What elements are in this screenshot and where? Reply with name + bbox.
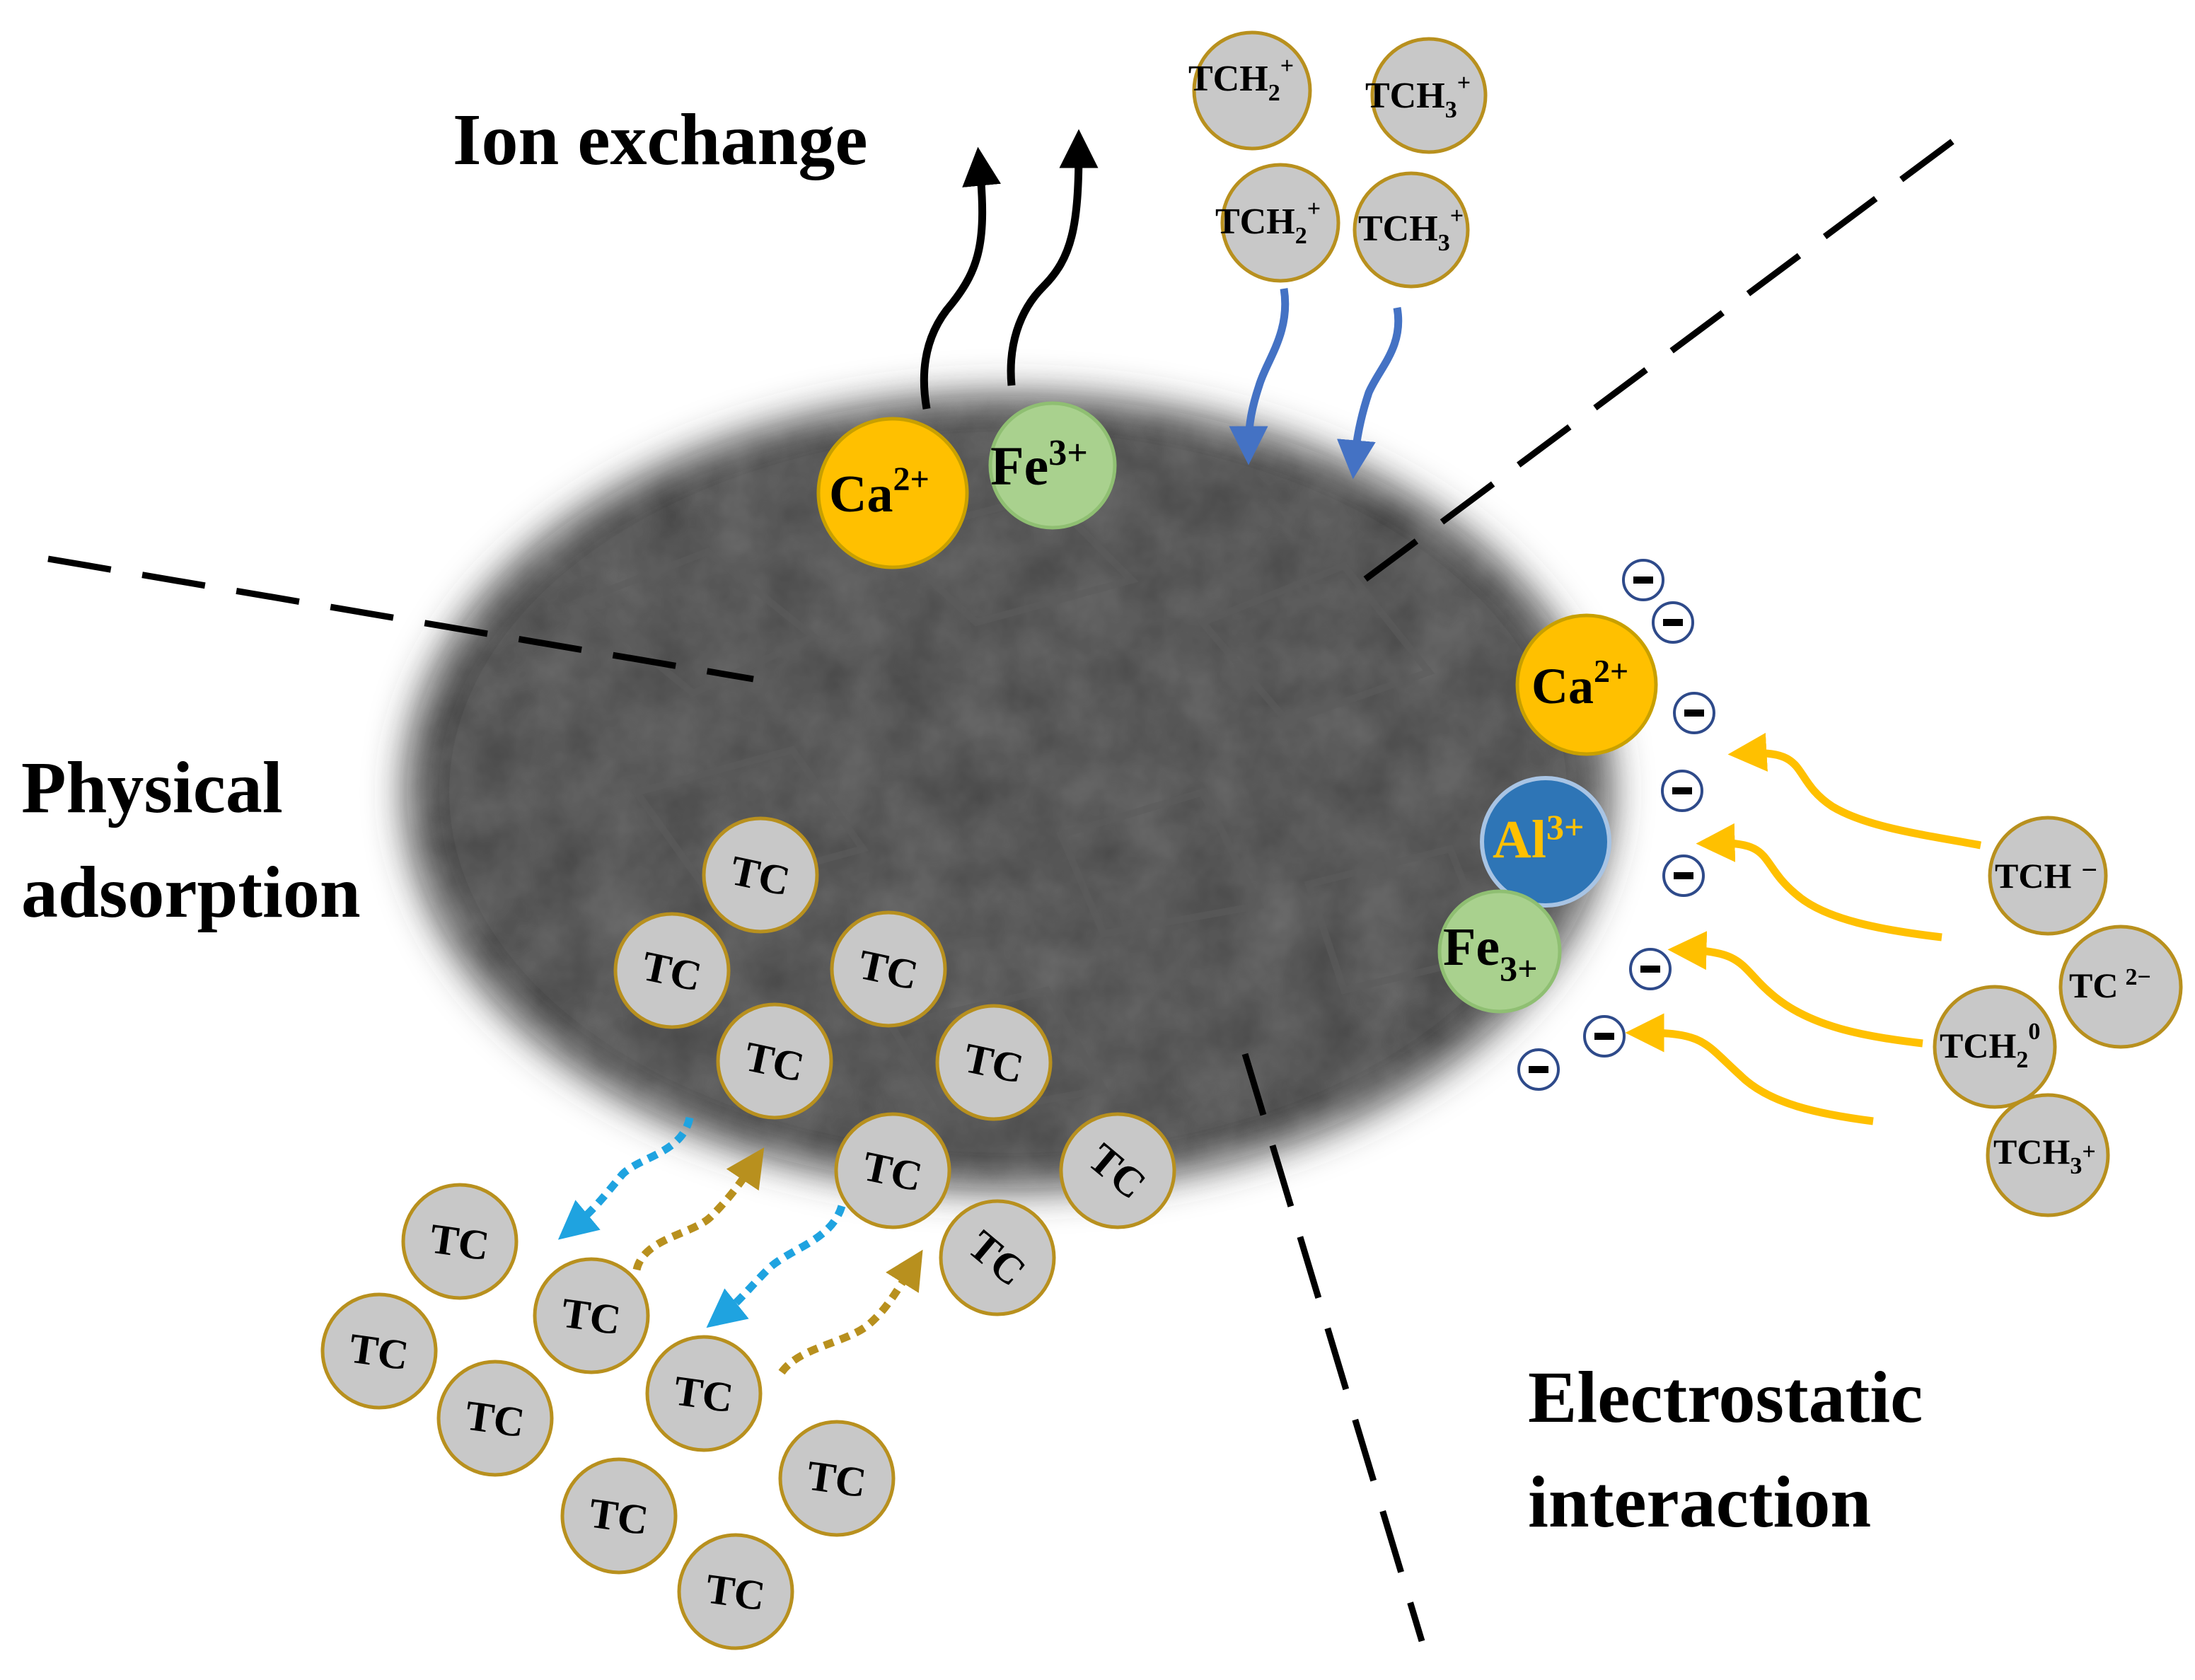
tc-molecule: TC [935,1004,1053,1121]
negative-charge-icon [1629,948,1672,990]
svg-text:Ca2+: Ca2+ [1531,653,1628,714]
arrow-icon [1625,1013,1874,1125]
tc-molecule: TC [702,816,819,934]
tc-molecule: TC [834,1112,951,1229]
svg-text:TCH−: TCH− [1995,854,2097,896]
svg-text:TCH2+: TCH2+ [1188,53,1294,106]
svg-text:Al3+: Al3+ [1493,807,1585,869]
arrow-icon [1696,823,1942,942]
svg-text:Fe3+: Fe3+ [1443,917,1538,988]
ion-release-arrows [920,129,1099,410]
arrow-icon [632,1147,765,1271]
svg-text:TCH3+: TCH3+ [1993,1132,2096,1179]
tc-molecule: TC [1059,1112,1176,1229]
svg-text:TCH2+: TCH2+ [1215,196,1321,249]
tc-molecule: TC [320,1292,438,1410]
tc-molecule: TC [778,1420,896,1537]
ca-ion-top: Ca2+ [816,417,969,569]
svg-text:TC: TC [703,1565,768,1620]
svg-text:TC: TC [463,1392,528,1447]
tc-molecule: TC [939,1199,1056,1316]
negative-charge-icon [1622,559,1664,601]
arrow-icon [557,1116,694,1240]
tch-minus: TCH− [1988,816,2108,936]
negative-charge-icon [1673,692,1715,734]
divider-top-right [1353,139,1954,590]
fe-ion-top: Fe3+ [988,401,1117,530]
arrow-icon [1336,307,1403,480]
arrow-icon [1727,733,1982,850]
divider-lines [47,139,1954,1643]
svg-text:TC: TC [559,1290,624,1344]
tc-molecule: TC [560,1457,678,1575]
negative-charge-icon [1662,855,1705,897]
ion-uptake-arrows [1229,288,1403,480]
tc-molecule: TC [613,912,731,1029]
svg-text:TC: TC [671,1367,736,1422]
label-physical: Physical [21,747,283,828]
tc-molecule: TC [677,1533,794,1650]
label-ion-exchange: Ion exchange [453,99,867,180]
label-adsorption: adsorption [21,852,361,933]
negative-charge-icon [1652,601,1694,644]
svg-text:TC: TC [347,1325,412,1379]
electrostatic-arrows [1625,733,1982,1125]
arrow-icon [1007,129,1099,386]
tc-molecule: TC [533,1257,650,1374]
tc-molecule: TC [645,1335,763,1452]
fe-ion-right: Fe3+ [1437,889,1562,1014]
al-ion: Al3+ [1480,776,1611,908]
negative-charge-icon [1583,1015,1626,1058]
arrow-icon [1667,931,1923,1048]
tch3-plus-3: TCH3+ [1986,1093,2110,1217]
tc-molecule: TC [436,1360,554,1477]
label-electrostatic: Electrostatic [1528,1357,1923,1438]
svg-text:TCH20: TCH20 [1940,1019,2040,1073]
negative-charge-icon [1517,1048,1560,1091]
tc-molecule: TC [716,1002,833,1120]
negative-charge-icon [1661,770,1703,812]
ion-exchange-ions: Ca2+ Fe3+ [816,401,1117,569]
tc-molecule: TC [401,1183,519,1300]
tch3-plus-2: TCH3+ [1353,171,1470,289]
tc-molecule: TC [830,910,947,1028]
arrow-icon [1229,288,1290,465]
svg-text:TC2−: TC2− [2069,964,2151,1005]
tch3-plus-1: TCH3+ [1365,37,1488,154]
arrow-icon [778,1249,923,1375]
svg-text:TCH3+: TCH3+ [1365,70,1471,123]
tch2-zero: TCH20 [1933,985,2057,1109]
svg-text:TC: TC [586,1490,651,1544]
arrow-icon [920,146,1001,410]
negative-charges [1517,559,1715,1091]
label-interaction: interaction [1528,1461,1871,1543]
tc-molecules: TC TC TC TC TC TC TC TC TC TC TC TC TC T… [320,816,1176,1650]
section-labels: Ion exchange Physical adsorption Electro… [21,99,1923,1543]
svg-text:Ca2+: Ca2+ [829,460,929,523]
svg-text:TC: TC [427,1215,492,1270]
arrow-icon [706,1205,846,1328]
divider-left [47,555,754,683]
svg-text:TCH3+: TCH3+ [1358,203,1464,256]
tch-cations: TCH2+ TCH3+ TCH2+ TCH3+ [1188,30,1488,289]
electrostatic-surface-ions: Ca2+ Al3+ Fe3+ [1437,613,1658,1014]
tch2-plus-1: TCH2+ [1188,30,1312,151]
tch2-plus-2: TCH2+ [1215,163,1340,283]
diffusion-arrows [557,1116,923,1375]
svg-text:Fe3+: Fe3+ [990,433,1088,497]
divider-bottom [1241,1053,1425,1643]
ca-ion-right: Ca2+ [1515,613,1658,756]
svg-text:TC: TC [804,1452,869,1507]
